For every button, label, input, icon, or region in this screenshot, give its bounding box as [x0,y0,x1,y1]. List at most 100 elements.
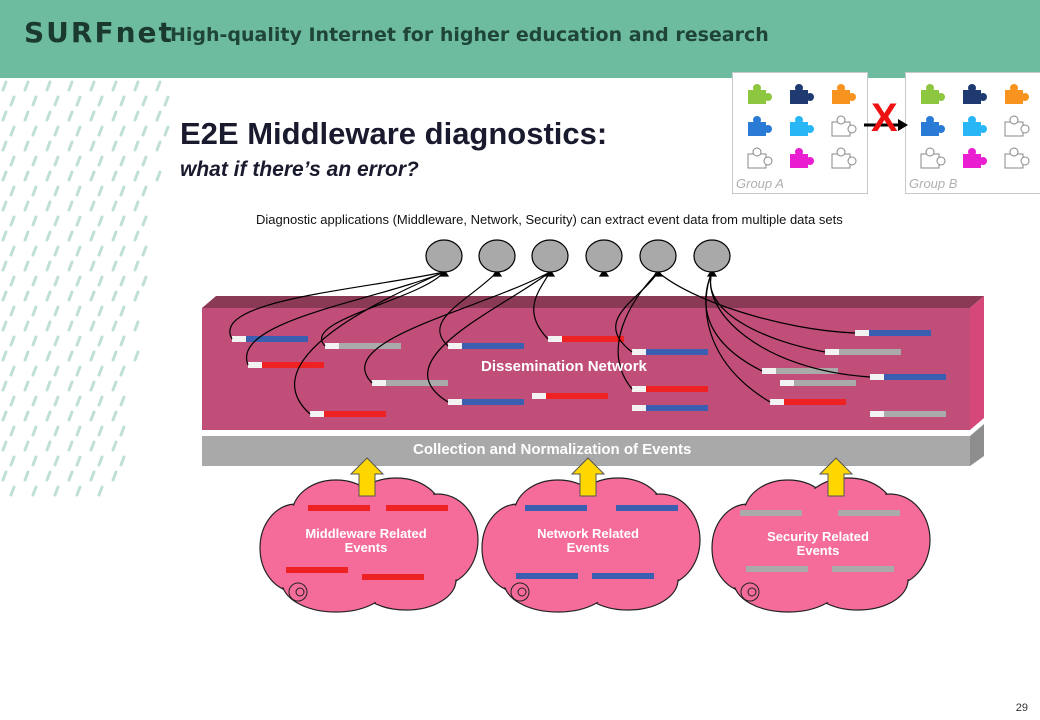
event-bar-body [386,380,448,386]
decorative-dash [119,125,126,137]
event-bar [632,405,708,411]
puzzle-knob [764,125,772,133]
decorative-dash [31,485,38,497]
decorative-dash [89,410,96,422]
decorative-dash [23,80,30,92]
decorative-dash [75,365,82,377]
decorative-dash [133,80,140,92]
middleware-events-cloud [259,477,479,613]
event-bar-body [776,368,838,374]
event-bar-head [855,330,869,336]
puzzle-piece-icon [748,84,772,104]
decorative-dash [111,170,118,182]
group-a-label: Group A [736,176,784,191]
event-bar [310,411,386,417]
decorative-dash [141,95,148,107]
event-bar [372,380,448,386]
puzzle-knob [795,148,803,156]
puzzle-body [1005,90,1023,104]
dissemination-slab-side [970,296,984,430]
decorative-dash [89,260,96,272]
puzzle-knob [979,125,987,133]
decorative-dash [75,185,82,197]
decorative-dash [119,365,126,377]
decorative-dash [111,290,118,302]
event-bar [770,399,846,405]
security-event-bar [838,510,900,516]
event-bar-body [562,336,624,342]
event-bar-head [532,393,546,399]
decorative-dash [31,275,38,287]
puzzle-piece-icon [963,116,987,136]
decorative-dash [45,410,52,422]
decorative-dash [9,335,16,347]
decorative-dash [53,425,60,437]
decorative-dash [45,470,52,482]
decorative-dash [9,185,16,197]
dissemination-network-layer [202,308,970,430]
puzzle-knob [806,93,814,101]
puzzle-knob [847,124,857,134]
header-tagline: High-quality Internet for higher educati… [170,24,769,46]
decorative-dash [75,395,82,407]
decorative-dash [163,95,170,107]
network-events-cloud [481,477,701,613]
puzzle-piece-icon [920,147,946,169]
dissemination-link [321,271,445,347]
decorative-dash [89,170,96,182]
decorative-dash [67,230,74,242]
puzzle-piece-icon [748,116,772,136]
header-banner: SURFnet High-quality Internet for higher… [0,0,1040,78]
puzzle-body [748,122,766,136]
decorative-dash [53,335,60,347]
decorative-dash [163,125,170,137]
puzzle-knob [836,147,846,157]
decorative-dash [23,380,30,392]
link-arrowhead [652,268,664,277]
link-arrowhead [491,268,503,277]
event-bar-body [794,380,856,386]
decorative-dash [9,95,16,107]
puzzle-body [963,90,981,104]
event-bar-body [462,343,524,349]
decorative-dash [67,410,74,422]
error-mark: X [871,96,898,140]
decorative-dash [119,245,126,257]
application-node [425,239,463,273]
network-event-bar [516,573,578,579]
event-bar [855,330,931,336]
page-number: 29 [1015,702,1028,714]
event-bar-head [825,349,839,355]
decorative-dash [75,245,82,257]
decorative-dash [31,365,38,377]
decorative-dash [111,230,118,242]
event-bar [532,393,608,399]
decorative-dash [1,260,8,272]
decorative-dash [1,380,8,392]
event-bar-body [262,362,324,368]
decorative-dash [1,200,8,212]
link-arrowhead [544,268,556,277]
decorative-dash [133,140,140,152]
event-bar-body [246,336,308,342]
decorative-dash [1,440,8,452]
event-bar-head [548,336,562,342]
puzzle-piece-icon [832,84,856,104]
network-event-bar [616,505,678,511]
decorative-dash [67,380,74,392]
decorative-dash [75,275,82,287]
decorative-dash [155,140,162,152]
group-b-label: Group B [909,176,958,191]
decorative-dash [53,485,60,497]
puzzle-knob [968,116,976,124]
puzzle-body [790,122,808,136]
puzzle-knob [764,93,772,101]
decorative-dash [155,110,162,122]
decorative-dash [75,125,82,137]
decorative-dash [1,290,8,302]
middleware-event-bar [362,574,424,580]
decorative-dash [23,440,30,452]
decorative-dash [53,155,60,167]
decorative-dash [97,365,104,377]
